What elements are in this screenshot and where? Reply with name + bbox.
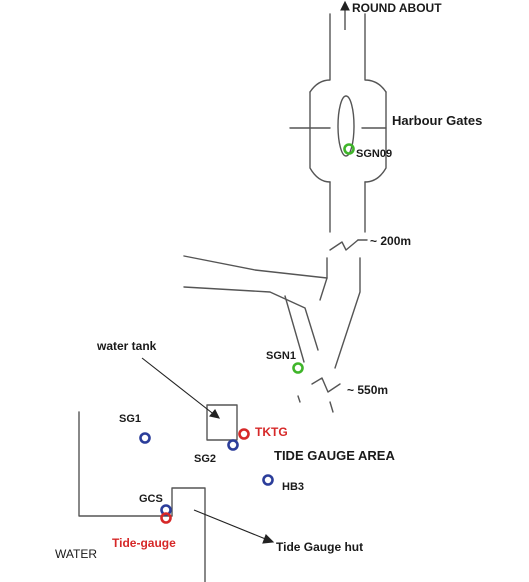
station-label-gcs: GCS <box>139 493 163 505</box>
road-end-left <box>297 395 301 403</box>
station-label-sgn09: SGN09 <box>356 148 393 160</box>
station-label-sg1: SG1 <box>119 413 142 425</box>
round-about-label: ROUND ABOUT <box>352 1 442 15</box>
road-north-left-edge <box>309 13 331 93</box>
gate-island <box>337 95 355 157</box>
water-tank-label: water tank <box>97 339 157 353</box>
water-label: WATER <box>55 547 97 561</box>
marker-sg1 <box>139 432 151 444</box>
tide-gauge-hut-outline <box>171 487 206 582</box>
station-label-tktg: TKTG <box>255 425 288 439</box>
branch-road-inner <box>284 295 305 363</box>
distance-200m-label: ~ 200m <box>370 234 412 248</box>
station-label-tide-gauge: Tide-gauge <box>112 536 176 550</box>
distance-550m-label: ~ 550m <box>347 383 389 397</box>
marker-tide-gauge <box>160 512 172 524</box>
water-tank-arrowhead <box>208 409 221 419</box>
road-break-200m <box>329 239 359 251</box>
harbour-gates-label: Harbour Gates <box>392 113 483 128</box>
tide-gauge-hut-arrow-shaft <box>193 509 269 541</box>
marker-hb3 <box>262 474 274 486</box>
road-lower-left-edge <box>319 257 328 301</box>
marker-sgn09 <box>343 143 355 155</box>
shoreline <box>78 411 173 517</box>
tide-gauge-hut-label: Tide Gauge hut <box>276 540 364 554</box>
road-north-right-edge <box>364 13 387 93</box>
round-about-arrowhead <box>340 0 350 11</box>
station-label-sgn1: SGN1 <box>266 350 296 362</box>
branch-road-south-edge <box>183 286 319 351</box>
marker-sgn1 <box>292 362 304 374</box>
tide-gauge-hut-arrowhead <box>262 534 275 544</box>
water-tank-box <box>206 404 238 441</box>
station-label-hb3: HB3 <box>282 481 305 493</box>
road-lower-right-edge <box>334 257 361 369</box>
marker-sg2 <box>227 439 239 451</box>
branch-road-north-edge <box>183 255 328 279</box>
road-end-right <box>329 401 334 413</box>
road-break-550m <box>311 377 341 393</box>
water-tank-arrow-shaft <box>141 357 217 417</box>
marker-tktg <box>238 428 250 440</box>
tide-gauge-area-label: TIDE GAUGE AREA <box>274 448 395 463</box>
station-label-sg2: SG2 <box>194 453 217 465</box>
harbour-gates-outline <box>309 91 387 183</box>
